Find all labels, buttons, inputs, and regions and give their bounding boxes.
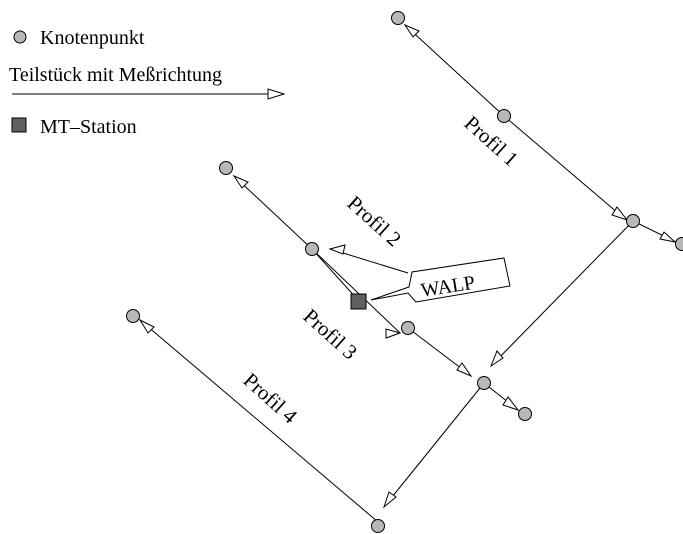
edge-p2-upper (233, 175, 313, 250)
station-callout-box (370, 257, 511, 303)
arrowhead-p3-ext (502, 396, 520, 411)
arrowheads (138, 23, 677, 509)
node-p3-end (518, 407, 532, 421)
arrowhead-p1-upper (403, 23, 420, 38)
edge-junction-upper (490, 220, 634, 367)
station-marker (350, 293, 367, 310)
legend-node-marker (13, 30, 27, 44)
edges (139, 24, 679, 523)
edge-p4 (139, 319, 379, 523)
edge-walp-b (311, 248, 401, 334)
arrowhead-walp (385, 328, 402, 339)
node-p3-junction (477, 376, 491, 390)
node-p4-bottom (371, 519, 385, 533)
edge-p1-upper (404, 24, 505, 117)
nodes (126, 11, 683, 533)
legend-station-marker (11, 117, 27, 133)
legend: Knotenpunkt Teilstück mit Meßrichtung MT… (9, 27, 286, 138)
arrowhead-junction-lower (382, 491, 397, 509)
arrowhead-p4 (138, 318, 155, 334)
arrowhead-p1-ext (659, 231, 677, 243)
arrowhead-p1-lower (611, 206, 629, 221)
node-p2-top (219, 161, 233, 175)
edge-walp-a (311, 248, 359, 301)
profile-label-3: Profil 3 (299, 304, 362, 364)
legend-node-label: Knotenpunkt (40, 27, 145, 49)
profile-label-4: Profil 4 (239, 368, 303, 429)
legend-edge-label: Teilstück mit Meßrichtung (9, 64, 222, 86)
node-p1-mid (497, 109, 511, 123)
node-p4-top (126, 309, 140, 323)
node-p1-junction (626, 214, 640, 228)
station-callout: WALP (370, 257, 511, 303)
profile-label-2: Profil 2 (343, 191, 406, 251)
arrowhead-junction-upper (489, 350, 504, 368)
legend-station-label: MT–Station (40, 116, 137, 138)
arrowhead-walp-c (456, 362, 473, 378)
edge-p1-lower (503, 115, 626, 220)
arrowhead-p2-upper (232, 174, 249, 189)
node-walp-right (401, 321, 415, 335)
node-p2-mid (305, 242, 319, 256)
arrowhead-p2-lower (328, 244, 346, 255)
profile-label-1: Profil 1 (460, 111, 523, 171)
legend-edge-arrowhead (267, 88, 286, 100)
node-p1-top (391, 11, 405, 25)
node-p1-end (675, 237, 683, 251)
edge-junction-lower (383, 382, 485, 508)
